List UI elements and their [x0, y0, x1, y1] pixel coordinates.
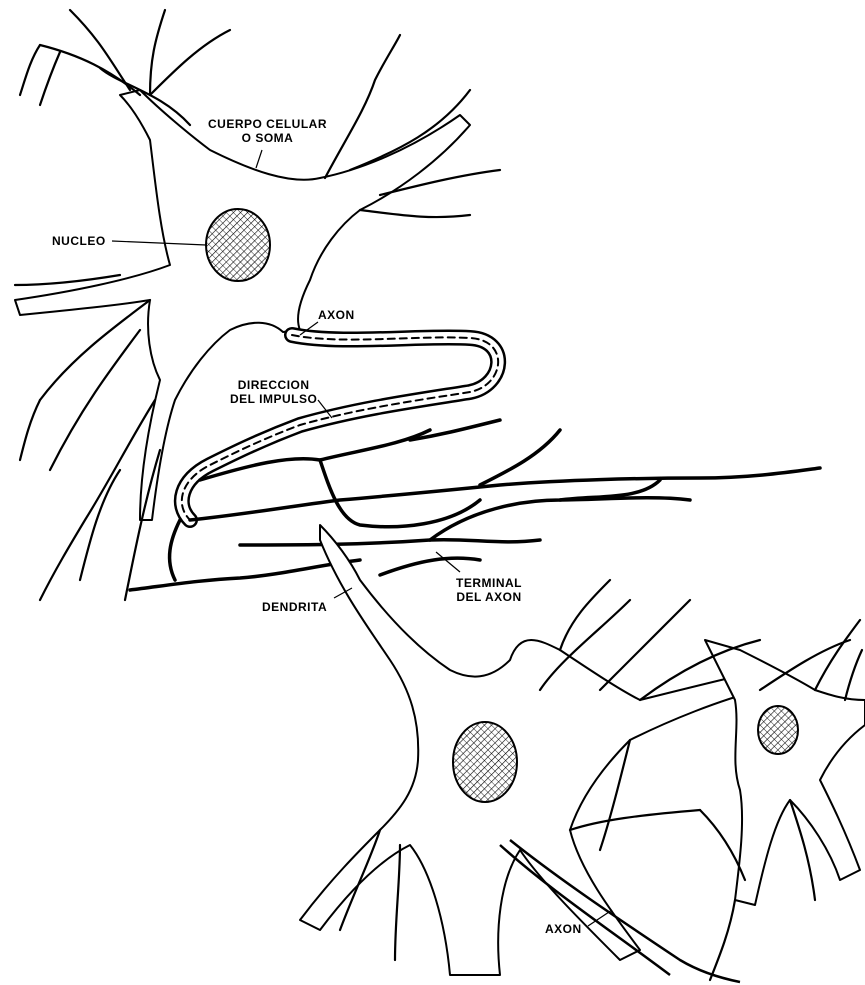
lower-soma [300, 525, 760, 975]
impulse-label-line-1: DIRECCION [230, 378, 317, 392]
terminal-label-line-1: TERMINAL [456, 576, 522, 590]
soma-label-line-1: CUERPO CELULAR [208, 117, 327, 131]
lower-nucleus [453, 722, 517, 802]
dendrite-label: DENDRITA [262, 600, 327, 614]
axon-label-bottom: AXON [545, 922, 582, 936]
right-soma [705, 640, 865, 905]
axon-terminal-label: TERMINAL DEL AXON [456, 576, 522, 604]
upper-nucleus [206, 209, 270, 281]
terminal-label-line-2: DEL AXON [456, 590, 522, 604]
nucleus-label: NUCLEO [52, 234, 106, 248]
soma-label: CUERPO CELULAR O SOMA [208, 117, 327, 145]
right-nucleus [758, 706, 798, 754]
axon-label-top: AXON [318, 308, 355, 322]
soma-label-line-2: O SOMA [208, 131, 327, 145]
impulse-direction-label: DIRECCION DEL IMPULSO [230, 378, 317, 406]
upper-axon [182, 335, 498, 520]
impulse-label-line-2: DEL IMPULSO [230, 392, 317, 406]
